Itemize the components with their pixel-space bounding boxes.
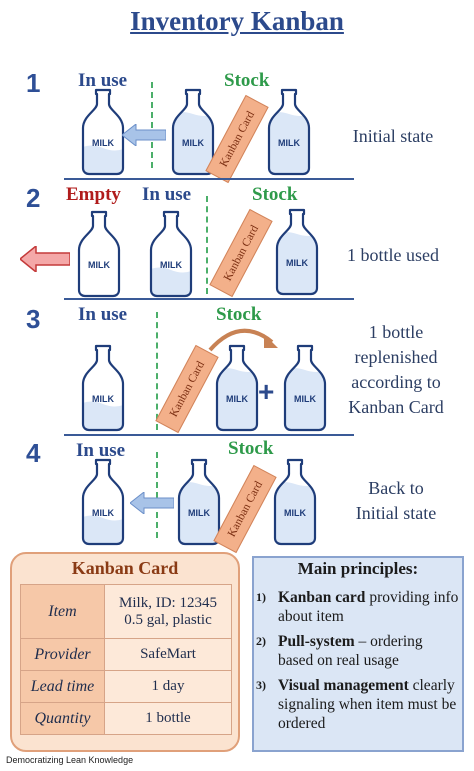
step-2-in-use-label: In use bbox=[142, 184, 192, 205]
bottle-label: MILK bbox=[286, 258, 308, 268]
bottle-label: MILK bbox=[182, 138, 204, 148]
list-number: 1) bbox=[256, 590, 266, 604]
value-line: Milk, ID: 12345 bbox=[119, 594, 217, 611]
step-4-divider-dashed bbox=[156, 452, 158, 538]
step-2-empty-label: Empty bbox=[66, 184, 121, 205]
bottle-stock: MILK bbox=[176, 458, 222, 546]
list-item-text: – ordering based on real usage bbox=[278, 633, 423, 669]
bottle-label: MILK bbox=[188, 508, 210, 518]
kanban-card-token: Kanban Card bbox=[155, 344, 219, 434]
step-4-in-use-label: In use bbox=[76, 440, 126, 461]
list-item-bold: Pull-system bbox=[278, 633, 355, 650]
step-3-stock-label: Stock bbox=[216, 304, 262, 325]
principles-list: 1) Kanban card providing info about item… bbox=[256, 588, 460, 733]
bottle-stock: MILK bbox=[170, 88, 216, 176]
bottle-label: MILK bbox=[278, 138, 300, 148]
bottle-stock: MILK bbox=[266, 88, 312, 176]
list-item-text: providing info about item bbox=[278, 589, 459, 625]
bottle-label: MILK bbox=[92, 138, 114, 148]
bottle-stock: MILK bbox=[272, 458, 318, 546]
bottle-in-use: MILK bbox=[148, 210, 194, 298]
kanban-card-token-label: Kanban Card bbox=[221, 223, 261, 283]
note-line: according to bbox=[351, 372, 441, 392]
step-3-divider-dashed bbox=[156, 312, 158, 430]
table-value: 1 bottle bbox=[104, 702, 232, 735]
step-3-note: 1 bottle replenished according to Kanban… bbox=[328, 320, 464, 420]
step-1-divider-dashed bbox=[151, 82, 153, 168]
bottle-in-use: MILK bbox=[80, 88, 126, 176]
kanban-card-token-label: Kanban Card bbox=[167, 359, 207, 419]
table-value: Milk, ID: 12345 0.5 gal, plastic bbox=[104, 584, 232, 639]
kanban-card-token: Kanban Card bbox=[213, 464, 277, 554]
step-3-in-use-label: In use bbox=[78, 304, 128, 325]
list-item-text: clearly signaling when item must be orde… bbox=[278, 677, 457, 732]
bottle-label: MILK bbox=[294, 394, 316, 404]
list-item: 3) Visual management clearly signaling w… bbox=[256, 676, 460, 733]
kanban-card-title: Kanban Card bbox=[71, 558, 179, 578]
replenish-arrow-icon bbox=[208, 328, 278, 352]
list-number: 2) bbox=[256, 634, 266, 648]
list-item-bold: Kanban card bbox=[278, 589, 366, 606]
table-value: SafeMart bbox=[104, 638, 232, 671]
table-key: Lead time bbox=[20, 670, 105, 703]
value-line: 0.5 gal, plastic bbox=[124, 611, 212, 628]
bottle-label: MILK bbox=[160, 260, 182, 270]
step-1-number: 1 bbox=[26, 68, 41, 98]
list-item: 2) Pull-system – ordering based on real … bbox=[256, 632, 460, 670]
step-4-stock-label: Stock bbox=[228, 438, 274, 459]
step-1-in-use-label: In use bbox=[78, 70, 128, 91]
principles-title: Main principles: bbox=[297, 559, 419, 578]
bottle-stock: MILK bbox=[282, 344, 328, 432]
footer-credit: Democratizing Lean Knowledge bbox=[6, 755, 134, 765]
table-row: Quantity 1 bottle bbox=[20, 702, 232, 735]
bottle-empty: MILK bbox=[76, 210, 122, 298]
arrow-left-icon bbox=[130, 492, 174, 514]
page-title: Inventory Kanban bbox=[130, 6, 344, 36]
kanban-card-token: Kanban Card bbox=[209, 208, 273, 298]
kanban-card-table: Item Milk, ID: 12345 0.5 gal, plastic Pr… bbox=[20, 584, 232, 735]
note-line: Back to bbox=[368, 478, 424, 498]
bottle-label: MILK bbox=[284, 508, 306, 518]
table-key: Provider bbox=[20, 638, 105, 671]
note-line: 1 bottle bbox=[368, 322, 424, 342]
bottle-label: MILK bbox=[226, 394, 248, 404]
table-value: 1 day bbox=[104, 670, 232, 703]
plus-icon: + bbox=[258, 376, 275, 407]
table-key: Quantity bbox=[20, 702, 105, 735]
list-item-bold: Visual management bbox=[278, 677, 409, 694]
kanban-card-token-label: Kanban Card bbox=[225, 479, 265, 539]
step-2-divider-dashed bbox=[206, 196, 208, 294]
arrow-left-icon bbox=[20, 246, 70, 272]
bottle-in-use: MILK bbox=[80, 458, 126, 546]
step-2-number: 2 bbox=[26, 183, 41, 213]
note-line: Kanban Card bbox=[348, 397, 444, 417]
principles-panel bbox=[252, 556, 464, 752]
note-line: Initial state bbox=[355, 503, 437, 523]
bottle-label: MILK bbox=[92, 508, 114, 518]
table-row: Lead time 1 day bbox=[20, 670, 232, 703]
bottle-label: MILK bbox=[88, 260, 110, 270]
bottle-stock: MILK bbox=[274, 208, 320, 296]
note-line: replenished bbox=[354, 347, 438, 367]
table-key: Item bbox=[20, 584, 105, 639]
step-1-note: Initial state bbox=[352, 126, 434, 146]
table-row: Provider SafeMart bbox=[20, 638, 232, 671]
step-2-stock-label: Stock bbox=[252, 184, 298, 205]
step-3-number: 3 bbox=[26, 304, 41, 334]
bottle-stock: MILK bbox=[214, 344, 260, 432]
kanban-card-token-label: Kanban Card bbox=[217, 109, 257, 169]
table-row: Item Milk, ID: 12345 0.5 gal, plastic bbox=[20, 584, 232, 639]
list-number: 3) bbox=[256, 678, 266, 692]
arrow-left-icon bbox=[122, 124, 166, 146]
step-2-note: 1 bottle used bbox=[347, 245, 439, 265]
step-4-number: 4 bbox=[26, 438, 41, 468]
step-divider bbox=[64, 434, 354, 436]
bottle-label: MILK bbox=[92, 394, 114, 404]
bottle-in-use: MILK bbox=[80, 344, 126, 432]
step-divider bbox=[64, 178, 354, 180]
step-1-stock-label: Stock bbox=[224, 70, 270, 91]
list-item: 1) Kanban card providing info about item bbox=[256, 588, 460, 626]
step-divider bbox=[64, 298, 354, 300]
step-4-note: Back to Initial state bbox=[328, 476, 464, 526]
